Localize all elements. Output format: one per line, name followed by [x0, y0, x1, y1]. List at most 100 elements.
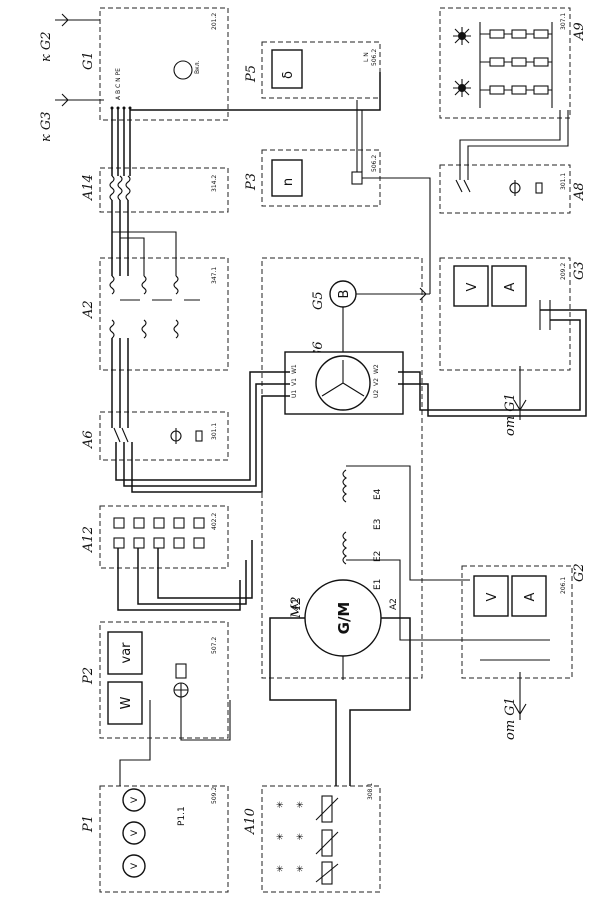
P2-wattmeter [107, 681, 143, 725]
A6-frame [99, 411, 229, 461]
svg-text:A14: A14 [81, 174, 96, 201]
svg-text:к G3: к G3 [39, 111, 54, 142]
svg-text:B: B [337, 290, 352, 299]
G1-label: G1 [81, 51, 96, 70]
svg-text:U2: U2 [373, 390, 380, 398]
G2-ammeter [511, 575, 547, 617]
module-A8: A8 301.1 [439, 164, 587, 214]
A10-lamps: ✳✳ ✳✳ ✳✳ [276, 801, 304, 875]
svg-text:A2: A2 [81, 300, 96, 319]
svg-text:A1: A1 [291, 598, 301, 610]
svg-text:A9: A9 [572, 22, 587, 41]
G1-knob [173, 60, 193, 80]
svg-text:308.1: 308.1 [367, 783, 374, 800]
arrow-kG3: к G3 [39, 93, 104, 142]
P1-voltmeter-2 [122, 821, 146, 845]
svg-text:402.2: 402.2 [211, 513, 218, 530]
A10-rheostats [315, 795, 339, 885]
svg-text:V: V [130, 829, 140, 836]
G1-terminals: A B C N PE [110, 68, 132, 110]
P1-voltmeter-1 [122, 788, 146, 812]
module-A9: A9 307.1 [439, 7, 587, 119]
svg-text:G/M: G/M [335, 602, 353, 635]
A14-coils [109, 175, 131, 201]
svg-text:A: A [503, 282, 518, 291]
A9-lamp-2 [453, 79, 471, 97]
module-A14: A14 314.2 [81, 167, 229, 213]
A12-switches [113, 517, 205, 549]
P1-frame [99, 785, 229, 893]
svg-text:A10: A10 [243, 808, 258, 835]
svg-text:506.2: 506.2 [371, 49, 378, 66]
arrow-otG1-bottom: от G1 [503, 672, 527, 740]
module-P3: n 506.2 P3 [244, 149, 381, 207]
svg-text:509.2: 509.2 [211, 787, 218, 804]
module-G2: G2 206.1 V A [461, 563, 587, 679]
svg-text:A2: A2 [389, 598, 399, 610]
svg-text:от G1: от G1 [503, 697, 518, 740]
svg-text:301.1: 301.1 [211, 423, 218, 440]
svg-text:P2: P2 [81, 667, 96, 685]
svg-text:M2: M2 [289, 596, 304, 619]
module-P2: P2 507.2 W var [81, 621, 229, 739]
svg-text:от G1: от G1 [503, 393, 518, 436]
svg-text:✳: ✳ [296, 865, 304, 875]
P2-varmeter [107, 631, 143, 675]
svg-text:507.2: 507.2 [211, 637, 218, 654]
svg-text:V: V [465, 282, 480, 291]
G3-voltmeter [453, 265, 489, 307]
svg-text:347.1: 347.1 [211, 267, 218, 284]
G2-frame [461, 565, 573, 679]
G3-frame [439, 257, 571, 371]
module-M2: M2 G/M A1 A2 [289, 579, 399, 657]
svg-text:V: V [485, 592, 500, 601]
svg-text:G2: G2 [572, 563, 587, 582]
svg-text:U1: U1 [291, 390, 298, 398]
module-A12: A12 402.2 [81, 505, 229, 569]
A14-frame [99, 167, 229, 213]
module-A6: A6 301.1 [81, 411, 229, 461]
P1-voltmeter-3 [122, 854, 146, 878]
A2-windings [109, 275, 200, 339]
A9-resistor-grid [479, 22, 553, 108]
svg-text:W: W [119, 696, 134, 709]
A8-frame [439, 164, 571, 214]
arrow-kG2: к G2 [39, 13, 100, 62]
svg-text:G3: G3 [572, 261, 587, 280]
G3-ammeter [491, 265, 527, 307]
svg-text:✳: ✳ [276, 801, 284, 811]
wiring [111, 72, 587, 786]
svg-text:L N: L N [363, 52, 370, 62]
module-A2: A2 347.1 [81, 257, 229, 371]
G2-voltmeter [473, 575, 509, 617]
svg-text:P1.1: P1.1 [177, 806, 187, 826]
svg-text:A B C N PE: A B C N PE [115, 68, 122, 100]
svg-text:E3: E3 [373, 519, 383, 530]
svg-text:314.2: 314.2 [211, 175, 218, 192]
svg-text:n: n [281, 178, 296, 186]
P5-frame [261, 41, 381, 99]
module-P1: P1 P1.1 509.2 V V V [81, 785, 229, 893]
svg-text:var: var [119, 642, 134, 664]
module-G6: G6 W1 V1 U1 W2 V2 U2 [284, 341, 404, 415]
svg-text:A6: A6 [81, 430, 96, 449]
P3-display [271, 159, 303, 197]
svg-text:V1: V1 [291, 378, 298, 386]
svg-text:G5: G5 [311, 291, 326, 310]
svg-text:307.1: 307.1 [560, 13, 567, 30]
svg-text:δ: δ [281, 71, 296, 79]
svg-text:206.1: 206.1 [560, 577, 567, 594]
svg-text:A8: A8 [572, 182, 587, 201]
module-G5: B G5 [311, 280, 430, 360]
G1-knob-label: Вкл. [194, 60, 201, 74]
field-winding: E4 E3 E2 E1 [342, 469, 383, 590]
P5-display [271, 49, 303, 89]
arrow-otG1-top: от G1 [503, 366, 527, 436]
G1-frame [99, 7, 229, 121]
module-A10: A10 308.1 ✳✳ ✳✳ ✳✳ [243, 783, 381, 893]
svg-text:V2: V2 [373, 378, 380, 386]
svg-text:A12: A12 [81, 526, 96, 553]
svg-text:W2: W2 [373, 364, 380, 374]
svg-text:P1: P1 [81, 815, 96, 833]
